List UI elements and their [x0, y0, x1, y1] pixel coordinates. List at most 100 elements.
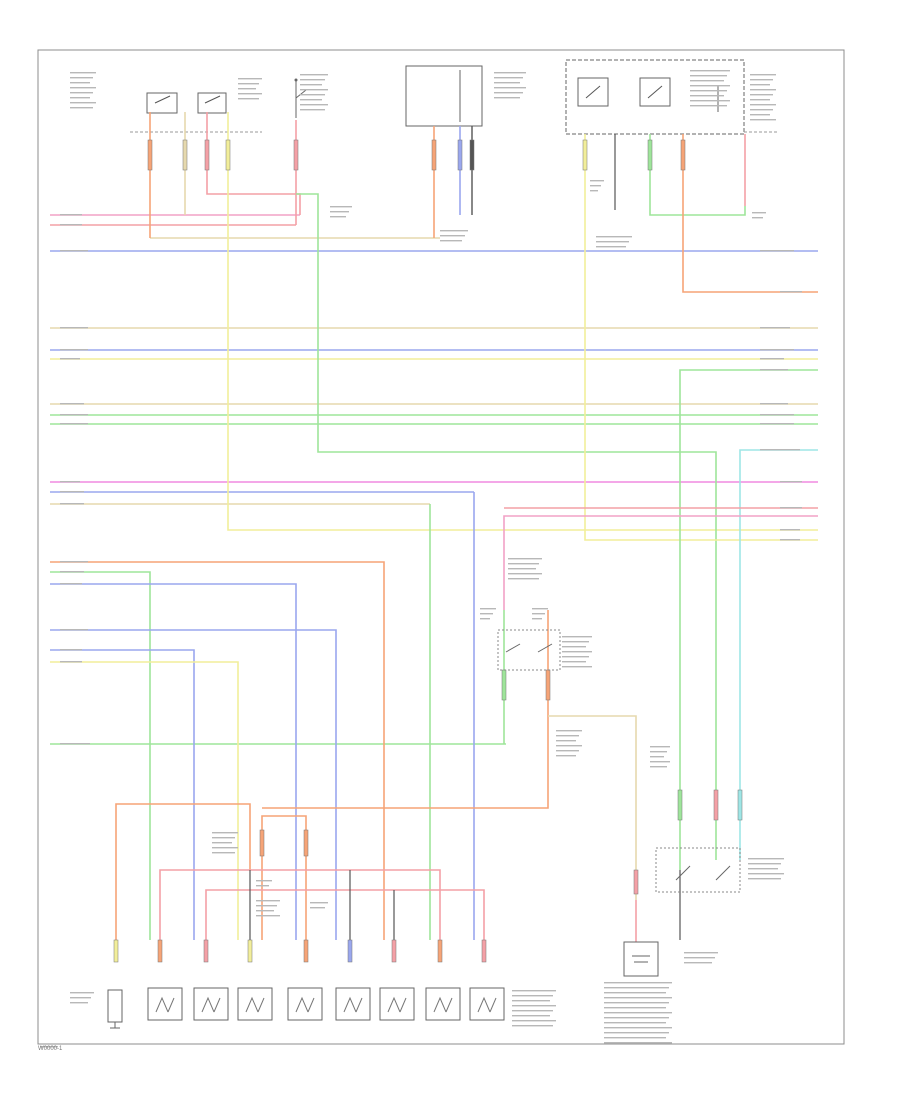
illegible-label-mark [596, 246, 626, 248]
illegible-label-mark [494, 72, 526, 74]
illegible-label-mark [494, 92, 523, 94]
illegible-label-mark [748, 858, 784, 860]
illegible-label-mark [70, 997, 91, 999]
injector-coil [433, 996, 453, 1013]
illegible-label-mark [494, 82, 520, 84]
illegible-label-mark [512, 1010, 553, 1012]
illegible-label-layer [40, 70, 802, 1048]
illegible-label-mark [330, 216, 346, 218]
illegible-label-mark [300, 94, 325, 96]
connector-pin [680, 139, 686, 171]
illegible-label-mark [748, 863, 781, 865]
wire-red-harness-2 [205, 889, 485, 940]
illegible-label-mark [60, 423, 88, 425]
illegible-label-mark [604, 1017, 669, 1019]
illegible-label-mark [750, 114, 770, 116]
wire-yellow-long [227, 112, 818, 531]
illegible-label-mark [512, 1025, 553, 1027]
illegible-label-mark [604, 1022, 666, 1024]
illegible-label-mark [650, 761, 670, 763]
illegible-label-mark [760, 414, 794, 416]
illegible-label-mark [752, 212, 766, 214]
illegible-label-mark [310, 902, 328, 904]
connector-pin [713, 789, 719, 821]
wire-green-pdc [649, 134, 746, 216]
illegible-label-mark [780, 539, 800, 541]
illegible-label-mark [256, 910, 274, 912]
illegible-label-mark [556, 750, 579, 752]
illegible-label-mark [750, 104, 776, 106]
connector-pin [431, 139, 437, 171]
illegible-label-mark [562, 636, 592, 638]
illegible-label-mark [690, 75, 727, 77]
illegible-label-mark [780, 507, 802, 509]
illegible-label-mark [752, 217, 763, 219]
illegible-label-mark [70, 102, 96, 104]
illegible-label-mark [300, 99, 322, 101]
illegible-label-mark [70, 107, 93, 109]
illegible-label-mark [256, 900, 280, 902]
illegible-label-mark [562, 666, 592, 668]
illegible-label-mark [604, 1007, 666, 1009]
connector-pin [457, 139, 463, 171]
illegible-label-mark [650, 751, 667, 753]
connector-pin [225, 139, 231, 171]
illegible-label-mark [70, 92, 93, 94]
illegible-label-mark [60, 250, 88, 252]
connector-pin [501, 669, 507, 701]
wire-pink-right [503, 515, 818, 610]
wire-orange-feed [50, 561, 385, 940]
illegible-label-mark [300, 104, 328, 106]
illegible-label-mark [70, 87, 96, 89]
wire-blue-feed-3 [50, 649, 195, 940]
illegible-label-mark [604, 987, 669, 989]
illegible-label-mark [684, 957, 715, 959]
illegible-label-mark [780, 529, 800, 531]
illegible-label-mark [690, 90, 727, 92]
illegible-label-mark [590, 190, 598, 192]
connector-pin [469, 139, 475, 171]
illegible-label-mark [590, 185, 601, 187]
power-distribution-center [565, 59, 778, 135]
illegible-label-mark [780, 291, 802, 293]
connector-pin [391, 939, 397, 963]
illegible-label-mark [330, 211, 349, 213]
illegible-label-mark [750, 119, 776, 121]
illegible-label-mark [60, 214, 82, 216]
illegible-label-mark [596, 236, 632, 238]
illegible-label-mark [604, 1027, 672, 1029]
illegible-label-mark [70, 97, 90, 99]
illegible-label-mark [562, 646, 586, 648]
illegible-label-mark [748, 873, 784, 875]
illegible-label-mark [556, 755, 576, 757]
connector-pin [147, 139, 153, 171]
wire-red-relay [206, 112, 301, 215]
relay-right-lower [655, 847, 741, 893]
sensor-component [107, 989, 123, 1029]
illegible-label-mark [508, 563, 539, 565]
injector-component [469, 987, 505, 1021]
illegible-label-mark [748, 878, 781, 880]
illegible-label-mark [300, 74, 328, 76]
illegible-label-mark [60, 327, 88, 329]
connector-pin [203, 939, 209, 963]
illegible-label-mark [512, 995, 553, 997]
illegible-label-mark [212, 842, 232, 844]
wire-green-switch [296, 193, 717, 860]
illegible-label-mark [238, 78, 262, 80]
illegible-label-mark [238, 83, 259, 85]
wire-red-harness [159, 869, 441, 940]
illegible-label-mark [760, 358, 784, 360]
connector-pin [182, 139, 188, 171]
illegible-label-mark [532, 613, 545, 615]
injector-coil [201, 996, 221, 1013]
illegible-label-mark [650, 756, 664, 758]
illegible-label-mark [256, 880, 272, 882]
illegible-label-mark [300, 89, 328, 91]
connector-pin-layer [113, 139, 743, 963]
injector-coil [387, 996, 407, 1013]
illegible-label-mark [684, 962, 712, 964]
illegible-label-mark [60, 661, 82, 663]
illegible-label-mark [256, 905, 277, 907]
illegible-label-mark [310, 907, 325, 909]
